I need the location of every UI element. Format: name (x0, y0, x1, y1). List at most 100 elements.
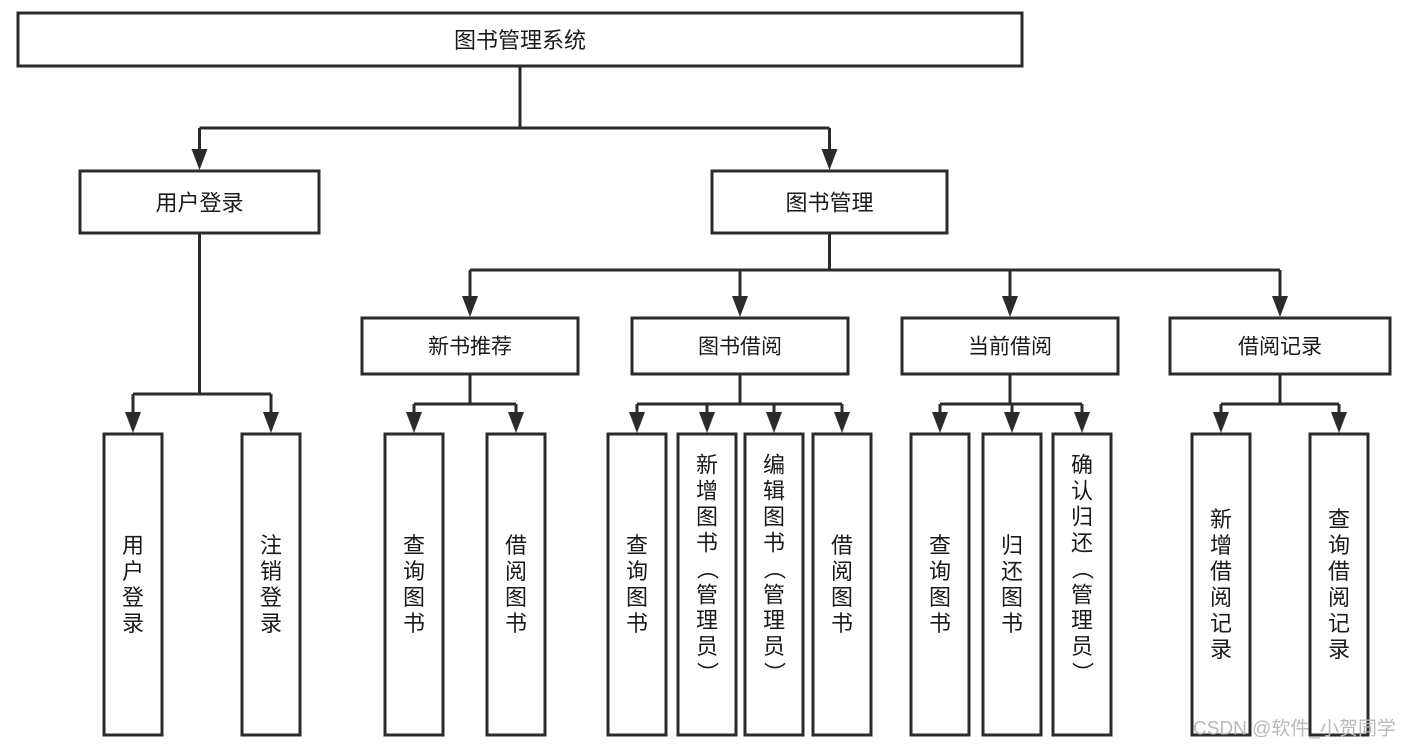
node-label-char: （ (695, 558, 720, 580)
node-new-book-recommend[interactable]: 新书推荐 (360, 316, 580, 376)
node-label-char: 书 (696, 530, 718, 555)
node-label-char: 销 (260, 559, 282, 584)
node-label-char: 增 (696, 478, 718, 503)
node-box-leaf-add-borrow-record (1190, 432, 1252, 737)
node-label-borrow-record: 借阅记录 (1238, 336, 1322, 359)
node-book-borrow[interactable]: 图书借阅 (630, 316, 850, 376)
nodes-layer: 图书管理系统用户登录图书管理新书推荐图书借阅当前借阅借阅记录用户登录注销登录查询… (16, 11, 1392, 737)
node-label-user-login: 用户登录 (155, 191, 243, 216)
node-label-root: 图书管理系统 (454, 28, 586, 53)
edge-group-borrow-record (1213, 374, 1347, 433)
node-label-book-manage: 图书管理 (785, 191, 873, 216)
node-label-char: 阅 (1328, 585, 1350, 610)
node-user-login[interactable]: 用户登录 (78, 169, 321, 235)
edge-group-root (191, 66, 838, 170)
node-label-char: 注 (260, 533, 282, 558)
node-box-book-borrow (630, 316, 850, 376)
node-label-char: 管 (763, 582, 785, 607)
node-label-current-borrow: 当前借阅 (968, 336, 1052, 359)
node-label-char: 理 (696, 608, 718, 633)
node-borrow-record[interactable]: 借阅记录 (1168, 316, 1392, 376)
node-box-leaf-return-book (981, 432, 1043, 737)
node-label-char: 阅 (505, 559, 527, 584)
node-root[interactable]: 图书管理系统 (16, 11, 1024, 68)
node-label-char: 询 (403, 559, 425, 584)
node-label-char: 还 (1071, 530, 1093, 555)
node-label-char: （ (762, 558, 787, 580)
node-label-char: 书 (831, 611, 853, 636)
node-label-char: 员 (763, 634, 785, 659)
node-label-char: 查 (626, 533, 648, 558)
node-label-char: 辑 (763, 478, 785, 503)
node-label-char: 借 (505, 533, 527, 558)
node-label-char: ） (695, 662, 720, 684)
node-label-char: 管 (696, 582, 718, 607)
node-label-new-book-recommend: 新书推荐 (428, 336, 512, 359)
node-label-char: 查 (403, 533, 425, 558)
node-label-char: 编 (763, 452, 785, 477)
node-box-leaf-query-book-recommend (383, 432, 445, 737)
node-label-char: 借 (1328, 559, 1350, 584)
node-label-char: 还 (1001, 559, 1023, 584)
node-label-char: 图 (831, 585, 853, 610)
node-label-char: 书 (403, 611, 425, 636)
node-box-new-book-recommend (360, 316, 580, 376)
edge-group-new-book-recommend (406, 374, 524, 433)
node-label-char: 借 (1210, 559, 1232, 584)
node-label-char: 图 (505, 585, 527, 610)
node-label-char: 书 (626, 611, 648, 636)
node-label-char: 用 (122, 533, 144, 558)
node-box-leaf-borrow-book-recommend (485, 432, 547, 737)
node-box-leaf-confirm-return-admin (1051, 432, 1113, 737)
node-label-char: 询 (626, 559, 648, 584)
node-label-char: 阅 (831, 559, 853, 584)
node-label-char: 记 (1328, 611, 1350, 636)
node-label-book-borrow: 图书借阅 (698, 336, 782, 359)
node-book-manage[interactable]: 图书管理 (710, 169, 949, 235)
node-box-user-login (78, 169, 321, 235)
node-label-char: 归 (1071, 504, 1093, 529)
node-box-leaf-user-logout (240, 432, 302, 737)
node-label-char: （ (1070, 558, 1095, 580)
node-label-char: 登 (260, 585, 282, 610)
node-label-char: 录 (1210, 637, 1232, 662)
node-box-leaf-borrow-book (811, 432, 873, 737)
node-label-char: 归 (1001, 533, 1023, 558)
node-label-char: 理 (763, 608, 785, 633)
node-box-leaf-query-book-borrow (606, 432, 668, 737)
node-label-char: 理 (1071, 608, 1093, 633)
node-label-char: 录 (260, 611, 282, 636)
node-label-char: 借 (831, 533, 853, 558)
node-label-char: 图 (696, 504, 718, 529)
node-label-char: 查 (929, 533, 951, 558)
node-label-char: 户 (122, 559, 144, 584)
node-current-borrow[interactable]: 当前借阅 (900, 316, 1120, 376)
node-label-char: 登 (122, 585, 144, 610)
node-label-char: 询 (929, 559, 951, 584)
edge-group-user-login (125, 233, 279, 433)
node-box-leaf-add-book-admin (676, 432, 738, 737)
node-label-char: 员 (696, 634, 718, 659)
node-label-char: 新 (1210, 507, 1232, 532)
node-box-leaf-query-book-current (909, 432, 971, 737)
node-label-char: 阅 (1210, 585, 1232, 610)
node-leaf-user-login[interactable]: 用户登录 (102, 432, 164, 737)
edge-group-current-borrow (932, 374, 1090, 433)
node-box-borrow-record (1168, 316, 1392, 376)
node-label-char: 书 (1001, 611, 1023, 636)
node-box-leaf-edit-book-admin (743, 432, 805, 737)
